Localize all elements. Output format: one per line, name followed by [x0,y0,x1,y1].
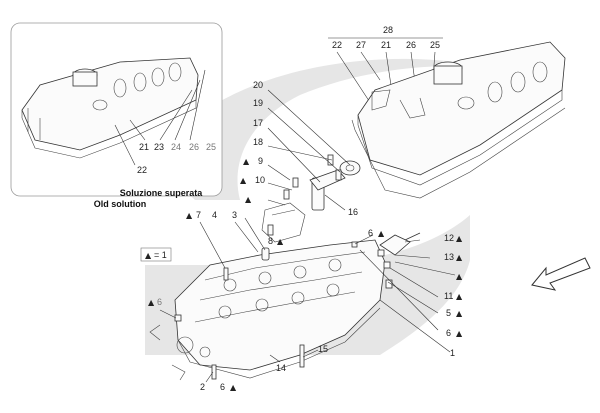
triangle-marker-icon: ▲ [456,253,463,262]
legend-text: = 1 [154,250,167,260]
inset-leader-21 [129,119,146,141]
inset-leader-26 [174,79,201,141]
part-label-13: 13 [444,252,454,262]
inset-leader-22 [114,124,136,166]
watermark-swoosh [150,58,500,201]
triangle-marker-icon: ▲ [245,195,252,204]
inset-label-22: 22 [137,165,147,175]
legend-triangle-icon: ▲ [145,251,152,260]
part-label-8: 8 [268,236,273,246]
part-label-20: 20 [253,80,263,90]
inset-label-26: 26 [189,142,199,152]
triangle-marker-icon: ▲ [456,329,463,338]
inset-label-21: 21 [139,142,149,152]
inset-label-25: 25 [206,142,216,152]
inset-label-23: 23 [154,142,164,152]
cover-leader-27 [360,51,381,81]
triangle-marker-icon: ▲ [230,383,237,392]
inset-valve-cover [21,57,199,159]
part-label-4: 4 [212,210,217,220]
cover-label-26: 26 [406,40,416,50]
legend-box [140,247,172,262]
triangle-marker-icon: ▲ [456,234,463,243]
cover-label-25: 25 [430,40,440,50]
triangle-marker-icon: ▲ [186,211,193,220]
part-label-16: 16 [348,207,358,217]
direction-arrow-icon [531,257,591,291]
part-label-2: 2 [200,382,205,392]
triangle-marker-icon: ▲ [243,157,250,166]
part-label-7: 7 [196,210,201,220]
triangle-marker-icon: ▲ [148,298,155,307]
leader-lines [159,89,456,383]
part-label-19: 19 [253,98,263,108]
cover-label-21: 21 [381,40,391,50]
valve-cover [351,41,566,199]
part-label-11: 11 [444,291,453,301]
part-label-9: 9 [258,156,263,166]
cover-label-27: 27 [356,40,366,50]
triangle-marker-icon: ▲ [456,309,463,318]
group-label-28: 28 [383,25,393,35]
small-parts [174,154,421,380]
part-label-17: 17 [253,118,263,128]
cover-label-22: 22 [332,40,342,50]
inset-caption-english: Old solution [94,199,147,209]
inset-label-24: 24 [171,142,181,152]
triangle-marker-icon: ▲ [456,292,463,301]
triangle-marker-icon: ▲ [456,272,463,281]
part-label-12: 12 [444,233,454,243]
part-label-18: 18 [253,137,263,147]
part-label-15: 15 [318,344,328,354]
triangle-marker-icon: ▲ [378,229,385,238]
inset-leader-25 [189,69,206,141]
part-label-6-left: 6 [157,297,162,307]
part-label-6-bottom: 6 [220,382,225,392]
inset-leader-23 [159,89,193,141]
part-label-6-top: 6 [368,228,373,238]
part-label-1: 1 [450,348,455,358]
part-label-14: 14 [276,363,286,373]
part-label-6-right: 6 [446,328,451,338]
part-label-10: 10 [255,175,265,185]
triangle-marker-icon: ▲ [240,176,247,185]
part-label-3: 3 [232,210,237,220]
triangle-marker-icon: ▲ [277,237,284,246]
inset-caption-italian: Soluzione superata [120,188,204,198]
part-label-5: 5 [446,308,451,318]
